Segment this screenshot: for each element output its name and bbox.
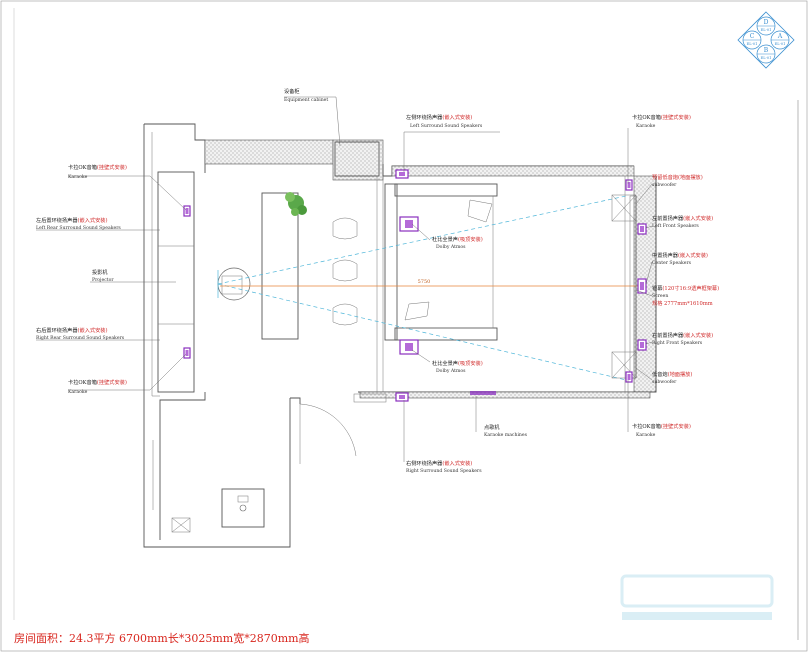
elevation-index-symbol: D EL-01 A EL-01 B EL-01 C EL-01 — [737, 11, 795, 69]
left-rear-en: Left Rear Surround Sound Speakers — [36, 225, 121, 231]
center-cn: 中置扬声器 — [652, 251, 679, 259]
svg-text:卡拉OK音箱(挂壁式安装): 卡拉OK音箱(挂壁式安装) — [68, 378, 127, 386]
karaoke-machine-cn: 点歌机 — [484, 423, 500, 431]
subwoofer-bottom-tag: (地面摆放) — [668, 370, 693, 378]
karaoke-bottom-left-tag: (挂壁式安装) — [97, 378, 127, 386]
screen-cn: 银幕 — [652, 284, 663, 292]
compass-a: A — [777, 33, 783, 40]
svg-text:左后置环绕扬声器(嵌入式安装): 左后置环绕扬声器(嵌入式安装) — [36, 216, 108, 224]
karaoke-top-right-cn: 卡拉OK音箱 — [632, 113, 661, 121]
projector-cn: 投影机 — [92, 268, 108, 276]
karaoke-bottom-right-tag: (挂壁式安装) — [661, 422, 691, 430]
dolby-bottom-tag: (吸顶安装) — [458, 359, 483, 367]
right-front-en: Right Front Speakers — [652, 340, 703, 346]
left-front-cn: 左前置扬声器 — [652, 214, 684, 222]
dolby-bottom-cn: 杜比全景声 — [432, 359, 458, 367]
svg-text:杜比全景声(吸顶安装): 杜比全景声(吸顶安装) — [432, 359, 483, 367]
left-surround-cn: 左侧环绕扬声器 — [406, 113, 443, 121]
karaoke-bottom-right-cn: 卡拉OK音箱 — [632, 422, 661, 430]
karaoke-bottom-left-cn: 卡拉OK音箱 — [68, 378, 97, 386]
projection-cone — [217, 195, 627, 381]
labels: 设备柜 Equipment cabinet 左侧环绕扬声器(嵌入式安装) Lef… — [36, 87, 719, 474]
left-front-tag: (嵌入式安装) — [683, 214, 713, 222]
karaoke-top-left-cn: 卡拉OK音箱 — [68, 163, 97, 171]
svg-text:左前置扬声器(嵌入式安装): 左前置扬声器(嵌入式安装) — [652, 214, 713, 222]
speakers — [183, 169, 647, 402]
left-surround-en: Left Surround Sound Speakers — [410, 123, 483, 129]
screen-size: 规格 2777mm*1610mm — [652, 299, 713, 307]
compass-b-code: EL-01 — [761, 56, 772, 60]
karaoke-top-right-tag: (挂壁式安装) — [661, 113, 691, 121]
right-surround-tag: (嵌入式安装) — [442, 459, 472, 467]
screen-en: Screen — [652, 293, 668, 299]
svg-text:预留低音炮(地面摆放): 预留低音炮(地面摆放) — [652, 173, 703, 181]
karaoke-machine-en: Karaoke machines — [484, 432, 528, 438]
subwoofer-top-en: subwoofer — [652, 182, 677, 188]
svg-text:低音炮(地面摆放): 低音炮(地面摆放) — [652, 370, 692, 378]
left-rear-tag: (嵌入式安装) — [78, 216, 108, 224]
projector-en: Projector — [92, 277, 114, 283]
subwoofer-top-tag: (地面摆放) — [678, 173, 703, 181]
svg-text:左侧环绕扬声器(嵌入式安装): 左侧环绕扬声器(嵌入式安装) — [406, 113, 472, 121]
svg-text:卡拉OK音箱(挂壁式安装): 卡拉OK音箱(挂壁式安装) — [632, 422, 691, 430]
watermark-logo — [620, 574, 774, 620]
svg-text:右侧环绕扬声器(嵌入式安装): 右侧环绕扬声器(嵌入式安装) — [406, 459, 472, 467]
left-front-en: Left Front Speakers — [652, 223, 699, 229]
karaoke-top-left-en: Karaoke — [68, 174, 88, 180]
karaoke-top-right-en: Karaoke — [636, 123, 656, 129]
dolby-top-cn: 杜比全景声 — [432, 235, 458, 243]
compass-b: B — [764, 47, 769, 54]
screen-tag: (120寸16:9透声框架幕) — [662, 284, 719, 292]
karaoke-bottom-left-en: Karaoke — [68, 389, 88, 395]
dolby-top-tag: (吸顶安装) — [458, 235, 483, 243]
bathroom-fixtures — [171, 488, 265, 533]
center-en: Center Speakers — [652, 260, 692, 266]
compass-d: D — [764, 19, 769, 26]
dolby-top-en: Dolby Atmos — [436, 244, 466, 250]
svg-text:银幕(120寸16:9透声框架幕): 银幕(120寸16:9透声框架幕) — [652, 284, 719, 292]
compass-d-code: EL-01 — [761, 28, 772, 32]
leader-lines — [36, 96, 653, 462]
subwoofer-top-cn: 预留低音炮 — [652, 173, 678, 181]
compass-a-code: EL-01 — [775, 42, 786, 46]
dimension-line: 5750 — [220, 279, 640, 287]
bar-chairs — [332, 217, 358, 326]
equipment-cabinet-cn: 设备柜 — [284, 87, 300, 95]
equipment-cabinet-en: Equipment cabinet — [284, 97, 328, 103]
right-front-tag: (嵌入式安装) — [683, 331, 713, 339]
svg-text:右后置环绕扬声器(嵌入式安装): 右后置环绕扬声器(嵌入式安装) — [36, 326, 108, 334]
svg-text:中置扬声器(嵌入式安装): 中置扬声器(嵌入式安装) — [652, 251, 708, 259]
svg-text:右前置扬声器(嵌入式安装): 右前置扬声器(嵌入式安装) — [652, 331, 713, 339]
svg-text:卡拉OK音箱(挂壁式安装): 卡拉OK音箱(挂壁式安装) — [632, 113, 691, 121]
dolby-bottom-en: Dolby Atmos — [436, 368, 466, 374]
karaoke-top-left-tag: (挂壁式安装) — [97, 163, 127, 171]
subwoofer-bottom-cn: 低音炮 — [652, 370, 668, 378]
compass-c: C — [750, 33, 755, 40]
right-surround-en: Right Surround Sound Speakers — [406, 468, 482, 474]
right-rear-en: Right Rear Surround Sound Speakers — [36, 335, 125, 341]
room-walls — [143, 123, 657, 548]
right-rear-tag: (嵌入式安装) — [78, 326, 108, 334]
projector-seat — [217, 267, 251, 301]
dimension-label: 5750 — [418, 279, 431, 285]
svg-text:卡拉OK音箱(挂壁式安装): 卡拉OK音箱(挂壁式安装) — [68, 163, 127, 171]
left-rear-cn: 左后置环绕扬声器 — [36, 216, 78, 224]
svg-text:杜比全景声(吸顶安装): 杜比全景声(吸顶安装) — [432, 235, 483, 243]
right-front-cn: 右前置扬声器 — [652, 331, 684, 339]
center-tag: (嵌入式安装) — [678, 251, 708, 259]
left-surround-tag: (嵌入式安装) — [442, 113, 472, 121]
table-and-plant — [261, 192, 307, 340]
right-rear-cn: 右后置环绕扬声器 — [36, 326, 78, 334]
room-area-note: 房间面积：24.3平方 6700mm长*3025mm宽*2870mm高 — [14, 632, 310, 645]
right-surround-cn: 右侧环绕扬声器 — [406, 459, 443, 467]
sofa — [384, 183, 498, 341]
karaoke-bottom-right-en: Karaoke — [636, 432, 656, 438]
compass-c-code: EL-01 — [747, 42, 758, 46]
subwoofer-bottom-en: subwoofer — [652, 379, 677, 385]
